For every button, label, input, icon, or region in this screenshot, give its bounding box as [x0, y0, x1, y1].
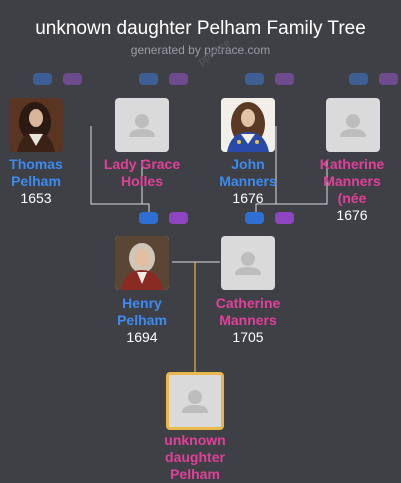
- page-title: unknown daughter Pelham Family Tree: [35, 18, 366, 39]
- birth-year: 1653: [20, 190, 52, 206]
- person-name[interactable]: unknown daughter Pelham: [164, 432, 226, 482]
- birth-year: 1676: [232, 190, 264, 206]
- person-silhouette-icon: [182, 390, 208, 413]
- portrait-thomas-icon: [9, 98, 63, 152]
- father-link-icon[interactable]: [139, 73, 158, 85]
- father-link-icon[interactable]: [245, 212, 264, 224]
- father-link-icon[interactable]: [139, 212, 158, 224]
- person-name[interactable]: Thomas Pelham: [9, 156, 63, 189]
- avatar-placeholder[interactable]: [115, 98, 169, 152]
- person-name[interactable]: Lady Grace Holles: [103, 156, 181, 189]
- avatar-placeholder[interactable]: [221, 236, 275, 290]
- portrait-john-icon: [221, 98, 275, 152]
- father-link-icon[interactable]: [245, 73, 264, 85]
- avatar-placeholder[interactable]: [326, 98, 380, 152]
- portrait-henry[interactable]: [115, 236, 169, 290]
- mother-link-icon[interactable]: [275, 73, 294, 85]
- portrait-henry-icon: [115, 236, 169, 290]
- mother-link-icon[interactable]: [169, 73, 188, 85]
- mother-link-icon[interactable]: [169, 212, 188, 224]
- person-silhouette-icon: [340, 114, 366, 137]
- mother-link-icon[interactable]: [275, 212, 294, 224]
- person-name[interactable]: Henry Pelham: [117, 295, 167, 328]
- person-name[interactable]: Catherine Manners: [215, 295, 281, 328]
- birth-year: 1676: [336, 207, 368, 223]
- person-name[interactable]: John Manners: [219, 156, 277, 189]
- person-name[interactable]: Katherine Manners (née: [319, 156, 385, 206]
- father-link-icon[interactable]: [349, 73, 368, 85]
- birth-year: 1694: [126, 329, 158, 345]
- selected-person-avatar[interactable]: [166, 372, 224, 430]
- portrait-john[interactable]: [221, 98, 275, 152]
- mother-link-icon[interactable]: [63, 73, 82, 85]
- birth-year: 1705: [232, 329, 264, 345]
- mother-link-icon[interactable]: [379, 73, 398, 85]
- portrait-thomas[interactable]: [9, 98, 63, 152]
- page-subtitle: generated by pptrace.com: [130, 43, 271, 57]
- person-silhouette-icon: [129, 114, 155, 137]
- father-link-icon[interactable]: [33, 73, 52, 85]
- person-silhouette-icon: [235, 252, 261, 275]
